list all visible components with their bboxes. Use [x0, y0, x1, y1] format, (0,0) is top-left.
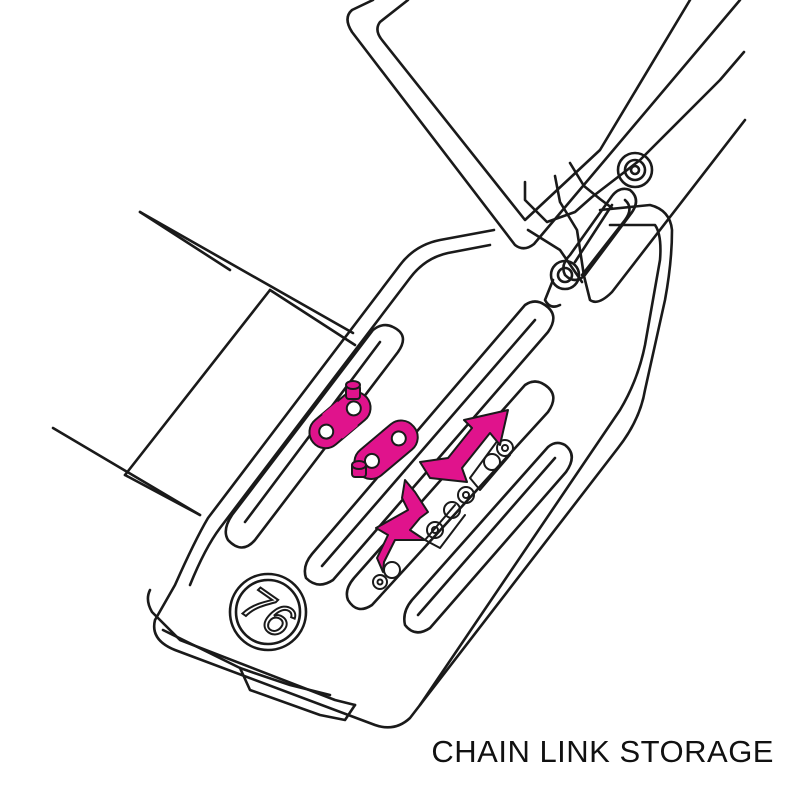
slide-arrow-icon — [419, 409, 509, 483]
stored-chain-links — [372, 439, 514, 590]
chain-quick-link-icon — [308, 380, 372, 450]
badge-number: 76 — [232, 576, 304, 648]
storage-slots — [224, 187, 638, 634]
chain-guide-body — [146, 203, 674, 729]
bolt-middle — [543, 259, 581, 308]
bolt-top — [616, 151, 654, 189]
mount-plate-lines — [51, 210, 357, 517]
chain-quick-link-icon — [351, 419, 419, 480]
model-number-badge — [228, 572, 308, 652]
slide-arrow-icon — [375, 479, 429, 573]
diagram-caption: CHAIN LINK STORAGE — [431, 734, 774, 769]
